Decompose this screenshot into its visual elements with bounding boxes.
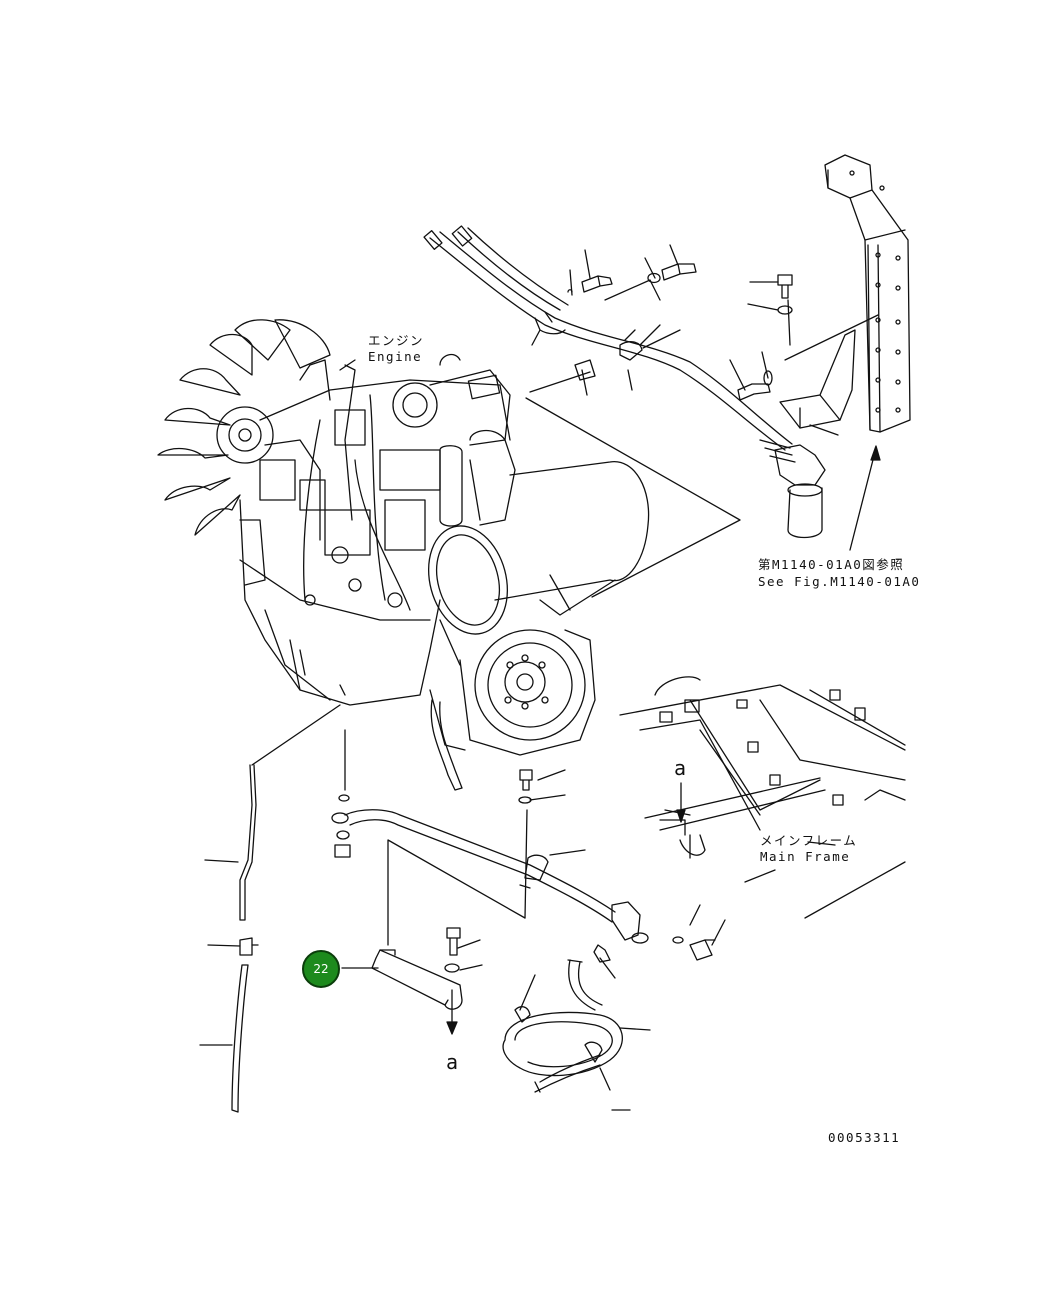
cooling-fan xyxy=(157,319,331,536)
lower-parts xyxy=(199,704,726,1113)
reference-a-upper: a xyxy=(674,756,687,780)
engine-label-jp: エンジン xyxy=(368,333,425,348)
filter-hose-assembly xyxy=(423,225,879,598)
main-frame-label-en: Main Frame xyxy=(760,849,851,864)
main-frame-illustration xyxy=(619,676,906,919)
see-fig-label-jp: 第M1140-01A0図参照 xyxy=(758,557,905,572)
engine-illustration xyxy=(157,319,650,791)
part-callout-22[interactable]: 22 xyxy=(302,950,340,988)
engine-label-en: Engine xyxy=(368,349,423,364)
reference-a-lower: a xyxy=(446,1050,459,1074)
drawing-number: 00053311 xyxy=(828,1130,901,1145)
main-frame-label-jp: メインフレーム xyxy=(760,833,858,848)
see-fig-label-en: See Fig.M1140-01A0 xyxy=(758,574,921,589)
mounting-bracket xyxy=(824,154,911,551)
